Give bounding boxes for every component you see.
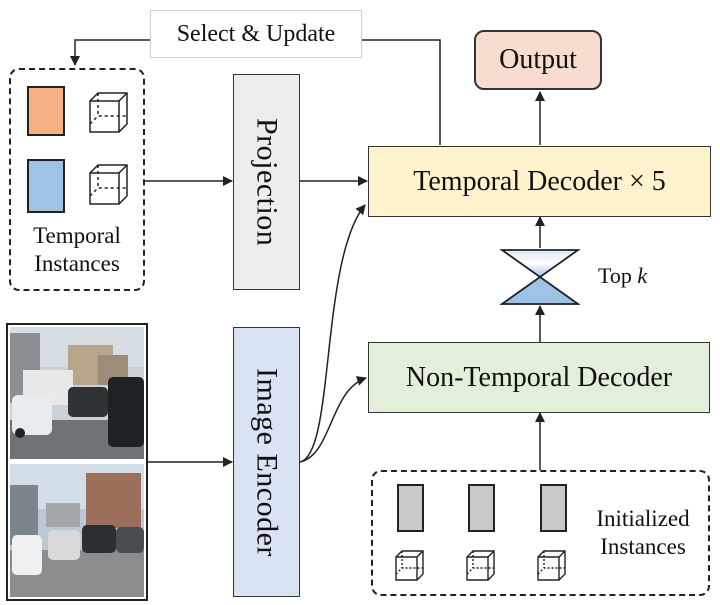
- blue-instance-icon: [27, 159, 65, 213]
- initialized-instances-label: Initialized Instances: [578, 505, 708, 560]
- output-label: Output: [499, 44, 577, 75]
- temporal-instances-line1: Temporal: [33, 223, 121, 248]
- projection-label: Projection: [250, 117, 284, 247]
- cube-icon: [89, 164, 128, 205]
- gray-instance-icon: [468, 484, 495, 532]
- orange-instance-icon: [27, 86, 65, 136]
- temporal-decoder-box: Temporal Decoder × 5: [368, 146, 711, 217]
- initialized-instances-group: [371, 470, 710, 596]
- select-update-text: Select & Update: [176, 20, 336, 47]
- topk-text: Top: [598, 263, 632, 288]
- image-encoder-box: Image Encoder: [233, 327, 300, 597]
- cube-icon: [466, 550, 495, 581]
- cube-icon: [89, 92, 128, 133]
- camera-images-frame: [6, 323, 148, 601]
- encoder-to-temporal-decoder-arrow: [299, 204, 366, 463]
- topk-label: Top k: [598, 263, 647, 289]
- projection-box: Projection: [233, 74, 300, 290]
- non-temporal-decoder-label: Non-Temporal Decoder: [405, 361, 673, 393]
- temporal-instances-label: Temporal Instances: [9, 222, 145, 277]
- temporal-instances-line2: Instances: [34, 250, 120, 276]
- cube-icon: [395, 550, 424, 581]
- camera-image-stack: [8, 327, 146, 597]
- non-temporal-decoder-box: Non-Temporal Decoder: [368, 342, 710, 413]
- initialized-instances-line2: Instances: [600, 533, 686, 559]
- gray-instance-icon: [540, 484, 567, 532]
- initialized-instances-icons: [395, 484, 567, 581]
- topk-variable: k: [637, 263, 648, 288]
- initialized-instances-line1: Initialized: [596, 506, 690, 531]
- image-encoder-label: Image Encoder: [250, 367, 284, 557]
- temporal-instances-icons: [27, 86, 128, 213]
- temporal-decoder-label: Temporal Decoder × 5: [413, 165, 666, 197]
- output-box: Output: [474, 30, 602, 90]
- encoder-to-nontemporal-decoder-arrow: [299, 376, 367, 463]
- cube-icon: [537, 550, 566, 581]
- camera-image-1: [10, 327, 144, 459]
- camera-image-2: [10, 464, 144, 597]
- gray-instance-icon: [397, 484, 424, 532]
- topk-hourglass-icon: [499, 249, 581, 305]
- temporal-instances-group: [9, 68, 145, 291]
- select-update-label: Select & Update: [150, 10, 362, 58]
- feedback-arrow: [75, 39, 441, 145]
